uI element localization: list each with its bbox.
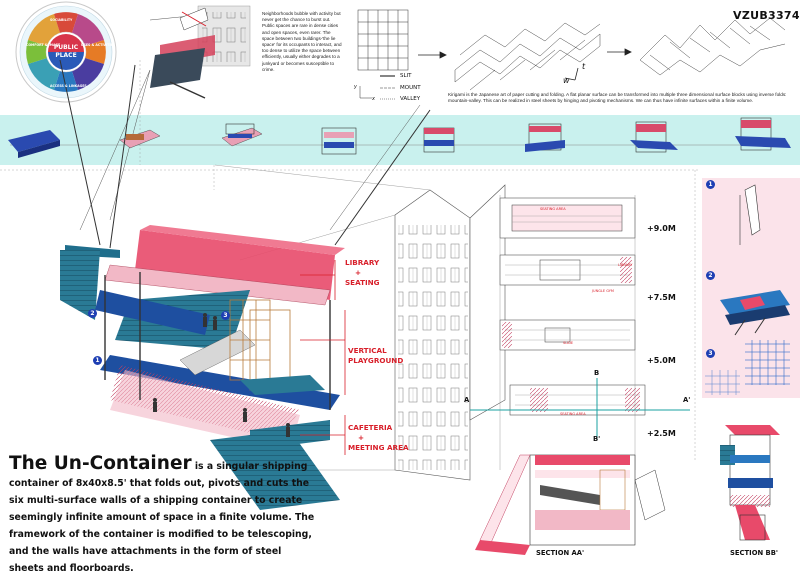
plan-library: LIBRARY <box>618 263 633 267</box>
badge-2: 2 <box>88 309 97 318</box>
wheel-seg-2: USES & ACTIVITIES <box>81 43 116 47</box>
label-library: LIBRARY <box>345 258 380 267</box>
detail-badge-1: 1 <box>706 180 715 189</box>
legend-slit: SLIT <box>400 73 412 79</box>
section-bb-title: SECTION BB' <box>730 549 778 557</box>
page-title: The Un-Container <box>9 453 192 474</box>
kirigami-note: Kirigami is the Japanese art of paper cu… <box>448 92 787 104</box>
axis-t-label: t <box>582 62 586 71</box>
wheel-center-label: PUBLIC PLACE <box>45 44 87 60</box>
wheel-center-bottom: PLACE <box>55 52 77 59</box>
project-description: The Un-Container is a singular shipping … <box>9 453 319 577</box>
wheel-seg-4: COMFORT & IMAGE <box>26 43 61 47</box>
section-aa-title: SECTION AA' <box>536 549 585 557</box>
label-plus-1: + <box>355 268 362 277</box>
label-cafeteria: CAFETERIA <box>348 423 393 432</box>
plan-slide: SLIDE <box>563 341 574 345</box>
label-library-seating: LIBRARY + SEATING <box>345 258 380 288</box>
legend-mount: MOUNT <box>400 85 421 91</box>
axis-y-label: y <box>354 84 357 90</box>
label-meeting-area: MEETING AREA <box>348 443 409 452</box>
legend-valley: VALLEY <box>400 96 421 102</box>
level-9m: +9.0M <box>647 224 676 233</box>
wheel-center-top: PUBLIC <box>53 44 79 51</box>
wheel-seg-3: ACCESS & LINKAGES <box>50 84 87 88</box>
label-vertical-playground: VERTICAL PLAYGROUND <box>348 346 403 366</box>
drawing-layer <box>0 1 791 555</box>
level-2-5m: +2.5M <box>647 429 676 438</box>
axis-x-label: x <box>372 96 375 102</box>
project-code: VZUB3374 <box>733 9 800 22</box>
label-cafeteria-meeting: CAFETERIA + MEETING AREA <box>348 423 409 453</box>
cut-b: B <box>594 369 600 377</box>
axis-w-label: w <box>563 76 570 85</box>
label-plus-2: + <box>358 433 365 442</box>
label-vertical: VERTICAL <box>348 346 387 355</box>
plan-seating-area-2: SEATING AREA <box>560 412 586 416</box>
plan-jungle-gym: JUNGLE GYM <box>592 289 614 293</box>
level-7-5m: +7.5M <box>647 293 676 302</box>
neighborhood-note: Neighborhoods bubble with activity but n… <box>262 11 342 72</box>
cut-b-prime: B' <box>593 435 601 443</box>
cut-a-prime: A' <box>683 396 691 404</box>
badge-1: 1 <box>93 356 102 365</box>
plan-seating-area: SEATING AREA <box>540 207 566 211</box>
level-5m: +5.0M <box>647 356 676 365</box>
label-seating: SEATING <box>345 278 380 287</box>
label-playground: PLAYGROUND <box>348 356 404 365</box>
cut-a: A <box>464 396 470 404</box>
detail-badge-2: 2 <box>706 271 715 280</box>
wheel-seg-1: SOCIABILITY <box>50 18 73 22</box>
description-body: is a singular shipping container of 8x40… <box>9 461 315 574</box>
detail-badge-3: 3 <box>706 349 715 358</box>
badge-3: 3 <box>221 311 230 320</box>
